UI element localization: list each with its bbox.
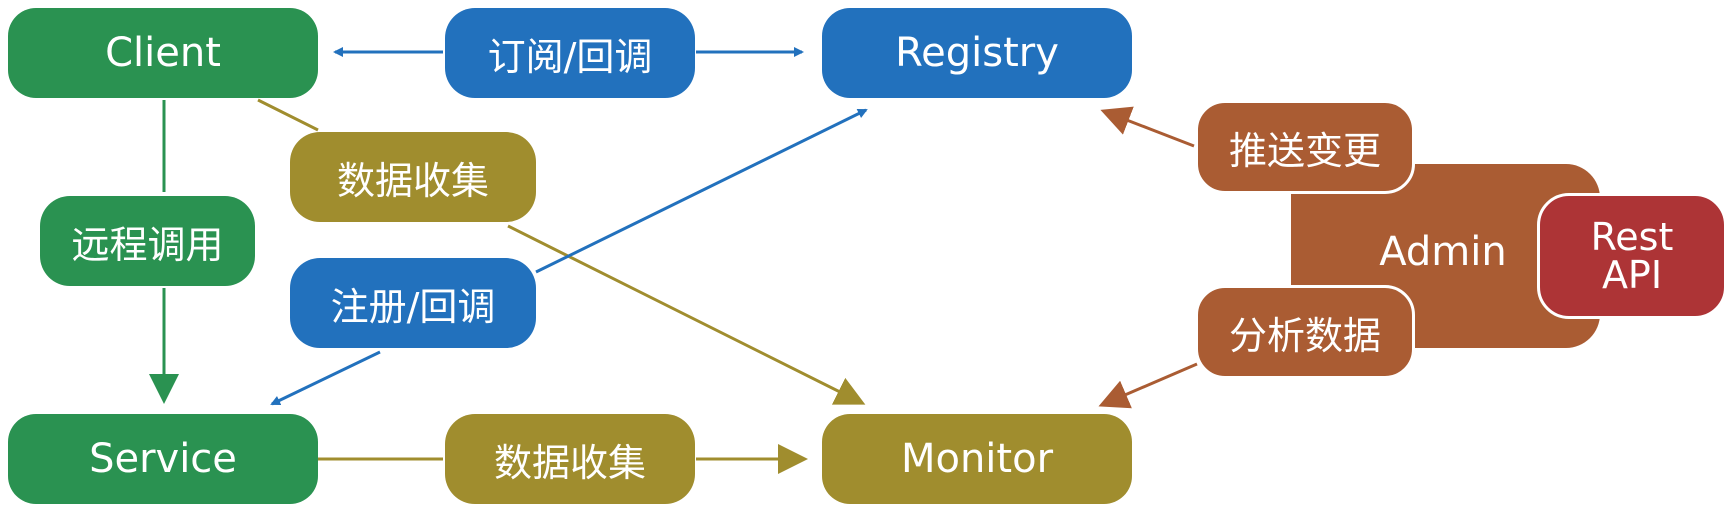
data-collect-top-text: 数据收集 (336, 158, 489, 203)
data-collect-bottom-label: 数据收集 (445, 414, 695, 504)
admin-label: Admin (1379, 229, 1507, 275)
rest-api-line-2: API (1601, 253, 1663, 297)
rest-api-line-1: Rest (1590, 215, 1674, 259)
monitor-label: Monitor (900, 436, 1054, 482)
remote-call-text: 远程调用 (71, 222, 224, 267)
analyze-data-text: 分析数据 (1228, 313, 1381, 358)
arrow-push-to-registry (1100, 106, 1195, 148)
subscribe-callback-label: 订阅/回调 (445, 8, 695, 98)
data-collect-top-label: 数据收集 (290, 132, 536, 222)
push-changes-text: 推送变更 (1228, 128, 1381, 173)
arrow-analyze-to-monitor (1098, 362, 1198, 409)
client-label: Client (105, 30, 221, 76)
remote-call-label: 远程调用 (40, 196, 255, 286)
register-callback-label: 注册/回调 (290, 258, 536, 348)
arrow-register-to-registry (535, 108, 868, 274)
service-node: Service (8, 414, 318, 504)
subscribe-callback-text: 订阅/回调 (487, 34, 653, 79)
rest-api-node: Rest API (1537, 193, 1727, 319)
registry-node: Registry (822, 8, 1132, 98)
analyze-data-label: 分析数据 (1195, 285, 1415, 379)
service-label: Service (89, 436, 237, 482)
arrow-register-to-service (270, 350, 381, 406)
client-node: Client (8, 8, 318, 98)
arrow-data-collect-to-monitor (507, 224, 866, 405)
register-callback-text: 注册/回调 (330, 284, 496, 329)
monitor-node: Monitor (822, 414, 1132, 504)
registry-label: Registry (895, 30, 1059, 76)
data-collect-bottom-text: 数据收集 (493, 440, 646, 485)
push-changes-label: 推送变更 (1195, 100, 1415, 194)
line-client-to-data-collect (257, 98, 319, 132)
